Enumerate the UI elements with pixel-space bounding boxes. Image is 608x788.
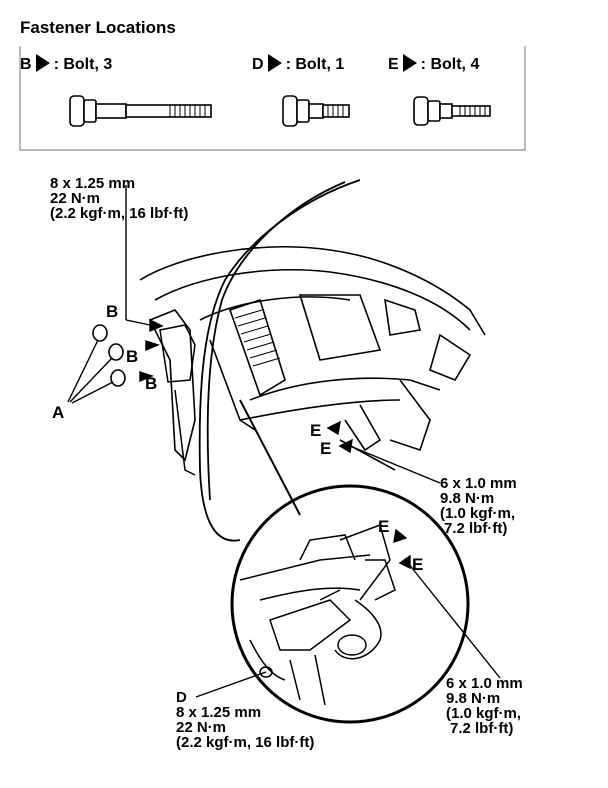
detail-circle <box>230 484 470 724</box>
legend-e-label: : Bolt, 4 <box>420 56 480 73</box>
spec-b-torque-alt: (2.2 kgf·m, 16 lbf·ft) <box>50 205 189 222</box>
spec-d-torque-alt: (2.2 kgf·m, 16 lbf·ft) <box>176 734 315 751</box>
dashboard-outline <box>139 246 486 471</box>
leader-e-lower <box>393 528 501 679</box>
spec-e-lower-torque: 9.8 N·m <box>446 690 501 707</box>
legend-b-letter: B <box>20 56 32 73</box>
vent-grille <box>234 309 281 367</box>
header-title: Fastener Locations <box>20 18 176 37</box>
spec-e-upper-size: 6 x 1.0 mm <box>440 475 517 492</box>
legend-e-letter: E <box>388 56 399 73</box>
spec-b-torque: 22 N·m <box>50 190 101 207</box>
leader-b <box>125 185 164 383</box>
leader-e-upper <box>326 420 441 484</box>
label-a: A <box>52 403 65 422</box>
spec-e-upper-torque-kgf: (1.0 kgf·m, <box>440 505 516 522</box>
spec-b-block: 8 x 1.25 mm 22 N·m (2.2 kgf·m, 16 lbf·ft… <box>50 176 188 221</box>
label-b-1: B <box>106 302 119 321</box>
triangle-arrow-icon <box>35 54 50 72</box>
spec-d-letter: D <box>176 689 187 706</box>
detail-leader <box>239 399 301 516</box>
detail-contents <box>239 524 396 706</box>
spec-d-torque: 22 N·m <box>176 719 227 736</box>
label-b-3: B <box>145 374 158 393</box>
legend-b-label: : Bolt, 3 <box>53 56 113 73</box>
label-e-3: E <box>378 517 390 536</box>
legend-d: D : Bolt, 1 <box>252 54 344 73</box>
spec-d-block: D 8 x 1.25 mm 22 N·m (2.2 kgf·m, 16 lbf·… <box>176 690 314 750</box>
left-bracket <box>159 324 196 476</box>
label-b-2: B <box>126 347 139 366</box>
spec-e-upper-torque-lbf: 7.2 lbf·ft) <box>444 520 508 537</box>
legend-b: B : Bolt, 3 <box>20 54 112 73</box>
spec-e-lower-torque-lbf: 7.2 lbf·ft) <box>450 720 514 737</box>
header-frame <box>19 46 526 151</box>
legend-e: E : Bolt, 4 <box>388 54 479 73</box>
leader-a <box>67 339 114 404</box>
spec-e-lower-block: 6 x 1.0 mm 9.8 N·m (1.0 kgf·m, 7.2 lbf·f… <box>446 676 523 736</box>
pillar-outline <box>198 179 361 542</box>
label-e-4: E <box>412 555 424 574</box>
spec-b-size: 8 x 1.25 mm <box>50 175 136 192</box>
spec-e-lower-torque-kgf: (1.0 kgf·m, <box>446 705 522 722</box>
spec-d-size: 8 x 1.25 mm <box>176 704 262 721</box>
triangle-arrow-icon <box>267 54 282 72</box>
bolt-a-caps <box>92 324 126 387</box>
triangle-arrow-icon <box>402 54 417 72</box>
label-e-1: E <box>310 421 322 440</box>
legend-d-label: : Bolt, 1 <box>285 56 345 73</box>
legend-d-letter: D <box>252 56 264 73</box>
bolt-e-drawing <box>413 96 491 126</box>
leader-d <box>195 671 267 698</box>
bolt-d-drawing <box>282 95 350 127</box>
bolt-b-drawing <box>69 95 212 127</box>
spec-e-upper-torque: 9.8 N·m <box>440 490 495 507</box>
spec-e-upper-block: 6 x 1.0 mm 9.8 N·m (1.0 kgf·m, 7.2 lbf·f… <box>440 476 517 536</box>
label-e-2: E <box>320 439 332 458</box>
spec-e-lower-size: 6 x 1.0 mm <box>446 675 523 692</box>
